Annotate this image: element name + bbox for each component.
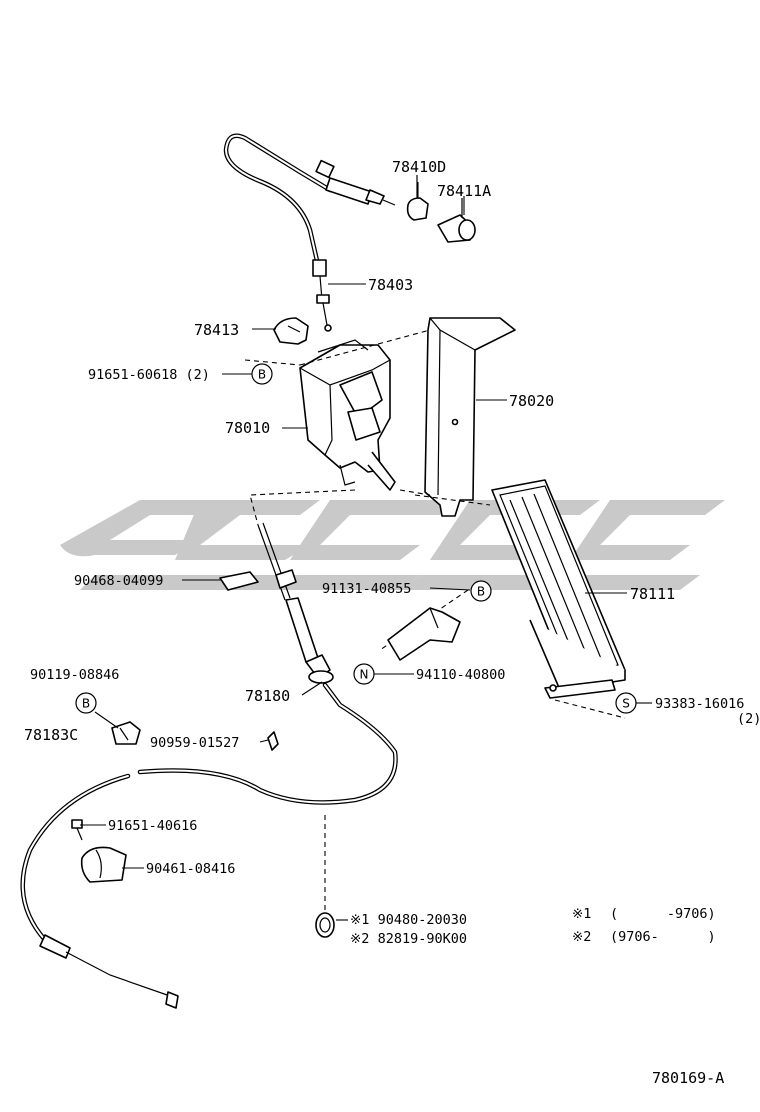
bolt-91651-40616 — [71, 819, 83, 841]
label-90480-20030: ※1 90480-20030 — [350, 912, 467, 928]
svg-text:B: B — [82, 697, 90, 711]
label-94110-40800: 94110-40800 — [416, 667, 505, 683]
label-78413: 78413 — [194, 321, 239, 339]
cover-78020 — [424, 317, 516, 517]
svg-text:N: N — [360, 668, 369, 682]
label-78010: 78010 — [225, 419, 270, 437]
callout-b-middle: B — [470, 580, 492, 602]
lower-cable-78180 — [20, 522, 398, 1009]
note-1-range: ( -9706) — [610, 906, 716, 922]
label-82819-90K00: ※2 82819-90K00 — [350, 931, 467, 947]
svg-text:B: B — [258, 368, 266, 382]
clip-78410D — [406, 175, 429, 221]
label-90468-04099: 90468-04099 — [74, 573, 163, 589]
note-2-mark: ※2 — [572, 929, 591, 945]
label-90959-01527: 90959-01527 — [150, 735, 239, 751]
bracket-94110 — [387, 607, 461, 661]
callout-n: N — [353, 663, 375, 685]
callout-s: S — [615, 692, 637, 714]
clamp-78183C — [94, 711, 141, 745]
label-78411A: 78411A — [437, 182, 491, 200]
label-91131-40855: 91131-40855 — [322, 581, 411, 597]
diagram-id: 780169-A — [652, 1069, 724, 1087]
plug-78411A — [437, 198, 476, 243]
label-78410D: 78410D — [392, 158, 446, 176]
clip-90959 — [267, 731, 279, 751]
bracket-78010 — [299, 339, 396, 491]
clip-90468 — [219, 571, 259, 591]
assembly-lines — [244, 329, 626, 910]
label-90461-08416: 90461-08416 — [146, 861, 235, 877]
label-78111: 78111 — [630, 585, 675, 603]
note-1-mark: ※1 — [572, 906, 591, 922]
svg-text:S: S — [622, 697, 630, 711]
leader-lines — [80, 182, 652, 921]
label-78180: 78180 — [245, 687, 290, 705]
note-2-range: (9706- ) — [610, 929, 716, 945]
label-90119-08846: 90119-08846 — [30, 667, 119, 683]
label-78020: 78020 — [509, 392, 554, 410]
grommet-90480 — [315, 912, 335, 938]
upper-cable-78403 — [223, 133, 396, 332]
callout-b-upper: B — [251, 363, 273, 385]
label-93383-qty: (2) — [737, 711, 760, 727]
label-78183C: 78183C — [24, 726, 78, 744]
label-78403: 78403 — [368, 276, 413, 294]
svg-text:B: B — [477, 585, 485, 599]
label-91651-60618: 91651-60618 (2) — [88, 367, 210, 383]
pedal-78111 — [491, 479, 626, 699]
applicability-notes: ※1 ( -9706) ※2 (9706- ) — [572, 906, 716, 945]
label-93383-16016: 93383-16016 — [655, 696, 744, 712]
label-91651-40616: 91651-40616 — [108, 818, 197, 834]
callout-b-lower: B — [75, 692, 97, 714]
clamp-90461 — [80, 846, 127, 883]
clamp-78413 — [273, 317, 309, 345]
